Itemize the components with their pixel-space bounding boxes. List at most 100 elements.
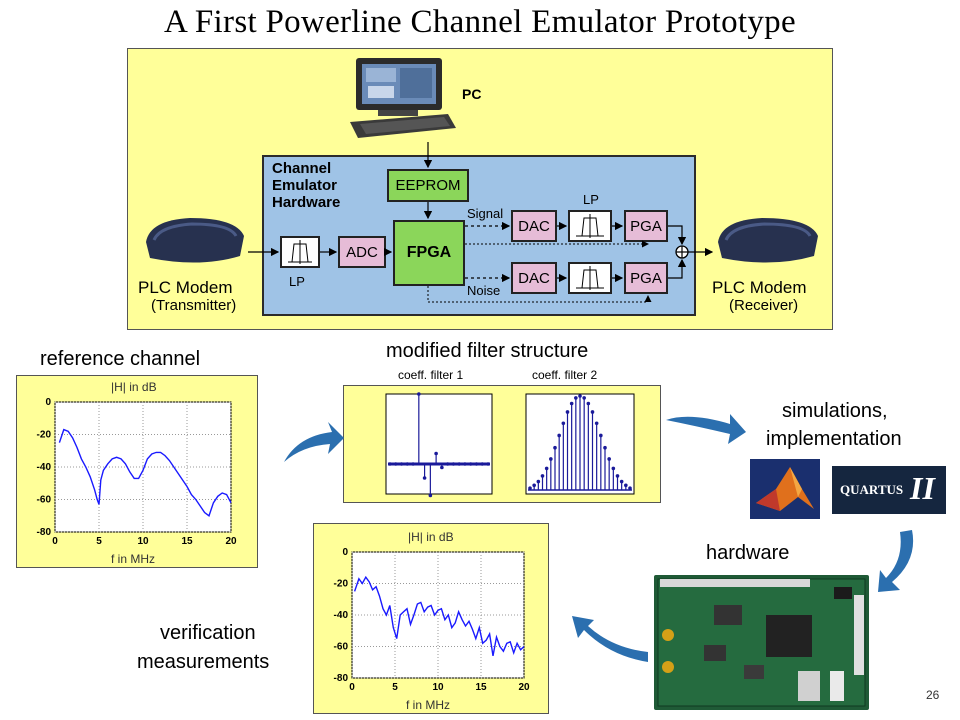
fpga-block: FPGA	[393, 220, 465, 286]
coeff2-stem-marker	[553, 445, 557, 450]
chart1-xtick-label: 20	[225, 536, 237, 547]
coeff2-stem-marker	[540, 474, 545, 478]
arrow-to-hardware	[878, 530, 914, 592]
coeff1-plot-area	[385, 393, 493, 495]
coeff2-stem-marker	[528, 486, 532, 490]
coeff1-stem-marker	[474, 462, 479, 466]
coeff1-stem-marker	[417, 392, 421, 396]
coeff2-stem-marker	[557, 433, 561, 438]
arrow-to-filter	[284, 422, 344, 462]
rx-modem-role: (Receiver)	[729, 297, 799, 314]
coeff2-stem-marker	[611, 466, 616, 471]
chart1-title: |H| in dB	[111, 380, 157, 394]
coeff-filter1-plot	[385, 392, 635, 498]
rx-modem-illustration	[712, 212, 824, 270]
coeff1-stem-marker	[463, 462, 467, 466]
chart4-xtick-label: 5	[392, 682, 398, 693]
coeff2-stem-marker	[569, 401, 574, 406]
modified-filter-label: modified filter structure	[386, 340, 589, 362]
coeff2-stem-marker	[582, 396, 586, 400]
arrow-to-simulation	[666, 414, 746, 444]
pga-signal-block: PGA	[624, 210, 668, 242]
coeff2-stem-marker	[619, 479, 624, 484]
coeff2-stem-marker	[599, 433, 603, 438]
implementation-label: implementation	[766, 428, 902, 450]
chart1-ytick-label: -60	[37, 495, 52, 506]
tx-modem-label: PLC Modem	[138, 278, 233, 297]
chart1-xtick-label: 10	[137, 536, 149, 547]
coeff2-label: coeff. filter 2	[532, 368, 598, 382]
coeff2-stem-marker	[532, 483, 536, 488]
chart4-series-line	[353, 575, 525, 657]
chart4-title: |H| in dB	[408, 530, 454, 544]
chart1-xtick-label: 0	[52, 536, 58, 547]
matlab-logo	[750, 459, 820, 519]
coeff2-stem-marker	[624, 483, 628, 488]
reference-channel-label: reference channel	[40, 348, 201, 370]
lowpass-filter-signal	[568, 210, 612, 242]
coeff1-stem-marker	[422, 476, 427, 480]
coeff2-stem-marker	[574, 396, 578, 400]
measurements-label: measurements	[137, 651, 270, 673]
chart4-ytick-label: -40	[334, 610, 349, 621]
lp-left-label: LP	[289, 274, 305, 289]
coeff2-stem-marker	[590, 410, 595, 414]
coeff1-stem-marker	[445, 462, 450, 466]
adc-block: ADC	[338, 236, 386, 268]
coeff1-label: coeff. filter 1	[398, 368, 464, 382]
lowpass-filter-noise	[568, 262, 612, 294]
chart4-ytick-label: -20	[334, 579, 349, 590]
lowpass-filter-left	[280, 236, 320, 268]
signal-label: Signal	[467, 206, 504, 221]
coeff1-stem-marker	[457, 462, 461, 466]
coeff1-stem-marker	[468, 462, 473, 466]
filter-coefficient-panel	[343, 385, 661, 503]
chart1-xlabel: f in MHz	[111, 552, 156, 566]
coeff2-stem-marker	[561, 421, 566, 426]
pc-illustration	[348, 56, 458, 142]
pcb-photo	[654, 575, 869, 710]
coeff2-stem-marker	[565, 410, 570, 414]
chart1-ytick-label: -80	[37, 527, 52, 538]
coeff1-stem-marker	[440, 465, 444, 470]
tx-modem-illustration	[140, 212, 250, 270]
coeff1-stem-marker	[399, 462, 404, 466]
coeff1-stem-marker	[486, 462, 490, 466]
noise-label: Noise	[467, 283, 501, 298]
quartus-logo: QUARTUS II	[832, 466, 946, 514]
dac-noise-block: DAC	[511, 262, 557, 294]
chart1-series-line	[58, 428, 232, 517]
arrow-to-verification	[572, 616, 648, 662]
rx-modem-label: PLC Modem	[712, 278, 807, 297]
coeff1-stem-marker	[393, 462, 398, 466]
coeff2-stem-marker	[536, 479, 541, 484]
hardware-title: Channel Emulator Hardware	[272, 160, 341, 211]
chart1-ytick-label: -20	[37, 430, 52, 441]
chart4-ytick-label: -60	[334, 642, 349, 653]
pc-label: PC	[462, 86, 482, 102]
chart1-ytick-label: -40	[37, 462, 52, 473]
lp-top-label: LP	[583, 192, 599, 207]
coeff2-stem-marker	[578, 394, 582, 398]
coeff2-stem-marker	[603, 445, 607, 450]
coeff2-stem-marker	[594, 421, 599, 426]
eeprom-block: EEPROM	[387, 169, 469, 202]
pga-noise-block: PGA	[624, 262, 668, 294]
coeff1-stem-marker	[428, 493, 433, 498]
tx-modem-role: (Transmitter)	[151, 297, 237, 314]
coeff2-stem-marker	[549, 457, 553, 461]
quartus-logo-numeral: II	[910, 470, 935, 506]
coeff2-stem-marker	[544, 466, 549, 471]
coeff2-stem-marker	[615, 474, 620, 478]
coeff2-stem-marker	[586, 401, 591, 406]
chart4-xtick-label: 15	[475, 682, 487, 693]
coeff1-stem-marker	[411, 462, 415, 466]
coeff2-stem-marker	[628, 486, 632, 490]
page-title: A First Powerline Channel Emulator Proto…	[164, 4, 796, 40]
quartus-logo-text: QUARTUS	[840, 482, 904, 497]
chart1-ytick-label: 0	[45, 397, 51, 408]
